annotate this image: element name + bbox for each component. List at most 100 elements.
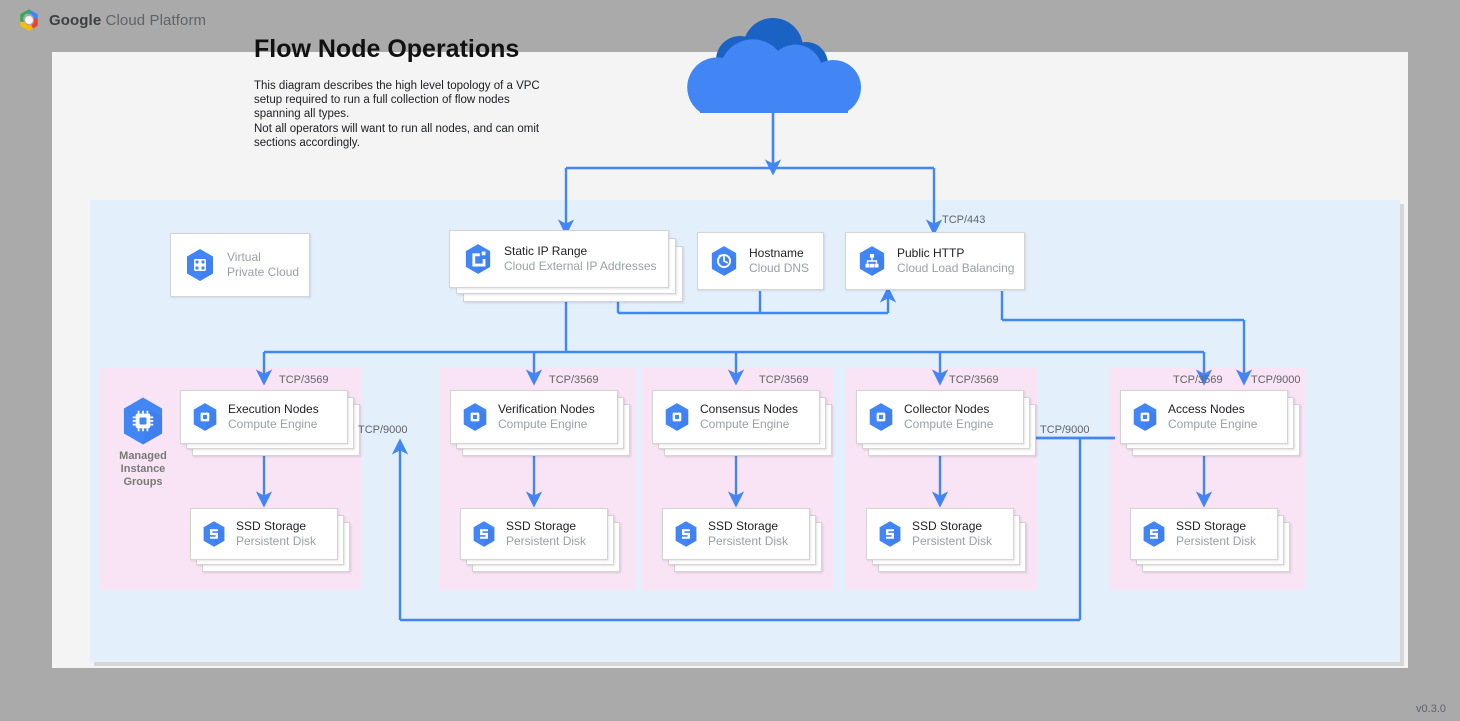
node-subtitle-verification-nodes: Compute Engine bbox=[498, 417, 588, 431]
storage-subtitle-consensus: Persistent Disk bbox=[708, 534, 789, 548]
compute-engine-icon bbox=[123, 397, 163, 445]
node-card-consensus-nodes[interactable]: Consensus Nodes Compute Engine bbox=[652, 390, 820, 444]
storage-title-access: SSD Storage bbox=[1176, 519, 1247, 533]
version-label: v0.3.0 bbox=[1416, 703, 1446, 715]
persistent-disk-icon bbox=[674, 520, 698, 548]
port-label-tcp443: TCP/443 bbox=[942, 214, 986, 226]
node-card-execution-nodes-stack: Execution Nodes Compute Engine bbox=[180, 390, 370, 460]
storage-card-text: SSD Storage Persistent Disk bbox=[236, 519, 316, 549]
description-line-2: Not all operators will want to run all n… bbox=[254, 122, 540, 149]
node-subtitle-hostname: Cloud DNS bbox=[749, 261, 810, 275]
node-card-text: Execution Nodes Compute Engine bbox=[228, 402, 319, 432]
persistent-disk-icon bbox=[202, 520, 226, 548]
node-card-consensus-nodes-stack: Consensus Nodes Compute Engine bbox=[652, 390, 842, 460]
port-label-execution-3569: TCP/3569 bbox=[279, 374, 329, 386]
node-title-public-http: Public HTTP bbox=[897, 246, 965, 260]
cloud-icon bbox=[678, 18, 868, 113]
node-title-execution-nodes: Execution Nodes bbox=[228, 402, 319, 416]
node-card-text: Verification Nodes Compute Engine bbox=[498, 402, 595, 432]
node-subtitle-access-nodes: Compute Engine bbox=[1168, 417, 1258, 431]
brand-bold: Google bbox=[49, 11, 102, 29]
managed-instance-groups: Managed Instance Groups bbox=[110, 396, 176, 489]
compute-engine-icon bbox=[462, 402, 488, 432]
node-title-collector-nodes: Collector Nodes bbox=[904, 402, 990, 416]
node-subtitle-collector-nodes: Compute Engine bbox=[904, 417, 994, 431]
node-card-public-http[interactable]: Public HTTP Cloud Load Balancing bbox=[845, 232, 1025, 290]
node-title-virtual-private-cloud: Virtual bbox=[227, 250, 261, 264]
storage-card-text: SSD Storage Persistent Disk bbox=[1176, 519, 1256, 549]
storage-card-collector-stack: SSD Storage Persistent Disk bbox=[866, 508, 1046, 576]
storage-title-collector: SSD Storage bbox=[912, 519, 983, 533]
node-card-access-nodes[interactable]: Access Nodes Compute Engine bbox=[1120, 390, 1288, 444]
storage-card-text: SSD Storage Persistent Disk bbox=[912, 519, 992, 549]
node-subtitle-consensus-nodes: Compute Engine bbox=[700, 417, 790, 431]
node-card-verification-nodes[interactable]: Verification Nodes Compute Engine bbox=[450, 390, 618, 444]
storage-subtitle-verification: Persistent Disk bbox=[506, 534, 587, 548]
port-label-verification-3569: TCP/3569 bbox=[549, 374, 599, 386]
port-label-access-to-execution-9000: TCP/9000 bbox=[358, 424, 408, 436]
port-label-access-to-collector-9000: TCP/9000 bbox=[1040, 424, 1090, 436]
persistent-disk-icon bbox=[472, 520, 496, 548]
storage-card-execution-stack: SSD Storage Persistent Disk bbox=[190, 508, 370, 576]
gcp-header: Google Cloud Platform bbox=[18, 8, 206, 32]
description-line-1: This diagram describes the high level to… bbox=[254, 80, 540, 121]
compute-engine-icon bbox=[868, 402, 894, 432]
node-card-collector-nodes[interactable]: Collector Nodes Compute Engine bbox=[856, 390, 1024, 444]
port-label-access-3569: TCP/3569 bbox=[1173, 374, 1223, 386]
node-card-text: Collector Nodes Compute Engine bbox=[904, 402, 993, 432]
diagram-description: This diagram describes the high level to… bbox=[254, 79, 554, 150]
storage-card-access[interactable]: SSD Storage Persistent Disk bbox=[1130, 508, 1278, 560]
port-label-access-9000: TCP/9000 bbox=[1251, 374, 1301, 386]
storage-card-consensus-stack: SSD Storage Persistent Disk bbox=[662, 508, 842, 576]
node-card-static-ip-range[interactable]: Static IP Range Cloud External IP Addres… bbox=[449, 230, 669, 288]
node-card-access-nodes-stack: Access Nodes Compute Engine bbox=[1120, 390, 1310, 460]
compute-engine-icon bbox=[664, 402, 690, 432]
storage-card-verification[interactable]: SSD Storage Persistent Disk bbox=[460, 508, 608, 560]
storage-subtitle-execution: Persistent Disk bbox=[236, 534, 317, 548]
node-card-execution-nodes[interactable]: Execution Nodes Compute Engine bbox=[180, 390, 348, 444]
brand-rest: Cloud Platform bbox=[101, 11, 207, 29]
node-card-text: Virtual Private Cloud bbox=[227, 250, 299, 280]
node-card-virtual-private-cloud[interactable]: Virtual Private Cloud bbox=[170, 233, 310, 297]
node-subtitle-execution-nodes: Compute Engine bbox=[228, 417, 318, 431]
storage-card-consensus[interactable]: SSD Storage Persistent Disk bbox=[662, 508, 810, 560]
external-ip-icon bbox=[464, 243, 492, 275]
node-card-collector-nodes-stack: Collector Nodes Compute Engine bbox=[856, 390, 1046, 460]
managed-instance-groups-label: Managed Instance Groups bbox=[119, 450, 167, 489]
storage-title-consensus: SSD Storage bbox=[708, 519, 779, 533]
node-subtitle-virtual-private-cloud: Private Cloud bbox=[227, 265, 300, 279]
persistent-disk-icon bbox=[1142, 520, 1166, 548]
storage-card-collector[interactable]: SSD Storage Persistent Disk bbox=[866, 508, 1014, 560]
node-card-verification-nodes-stack: Verification Nodes Compute Engine bbox=[450, 390, 640, 460]
google-cloud-hexagon-logo-icon bbox=[20, 9, 38, 31]
storage-card-access-stack: SSD Storage Persistent Disk bbox=[1130, 508, 1310, 576]
mig-label-line-2: Instance bbox=[120, 463, 166, 475]
node-card-static-ip-range-stack: Static IP Range Cloud External IP Addres… bbox=[449, 230, 689, 302]
storage-card-text: SSD Storage Persistent Disk bbox=[708, 519, 788, 549]
persistent-disk-icon bbox=[878, 520, 902, 548]
compute-engine-icon bbox=[192, 402, 218, 432]
node-card-text: Public HTTP Cloud Load Balancing bbox=[897, 246, 1014, 276]
storage-card-verification-stack: SSD Storage Persistent Disk bbox=[460, 508, 640, 576]
node-subtitle-static-ip-range: Cloud External IP Addresses bbox=[504, 259, 657, 273]
port-label-consensus-3569: TCP/3569 bbox=[759, 374, 809, 386]
storage-card-text: SSD Storage Persistent Disk bbox=[506, 519, 586, 549]
mig-label-line-3: Groups bbox=[123, 476, 163, 488]
node-title-access-nodes: Access Nodes bbox=[1168, 402, 1245, 416]
node-title-static-ip-range: Static IP Range bbox=[504, 244, 588, 258]
storage-card-execution[interactable]: SSD Storage Persistent Disk bbox=[190, 508, 338, 560]
node-card-text: Static IP Range Cloud External IP Addres… bbox=[504, 244, 657, 274]
virtual-private-cloud-icon bbox=[185, 248, 215, 282]
node-subtitle-public-http: Cloud Load Balancing bbox=[897, 261, 1015, 275]
port-label-collector-3569: TCP/3569 bbox=[949, 374, 999, 386]
node-card-text: Hostname Cloud DNS bbox=[749, 246, 809, 276]
storage-subtitle-access: Persistent Disk bbox=[1176, 534, 1257, 548]
cloud-load-balancing-icon bbox=[858, 245, 886, 277]
node-title-hostname: Hostname bbox=[749, 246, 804, 260]
mig-label-line-1: Managed bbox=[119, 450, 167, 462]
node-card-hostname[interactable]: Hostname Cloud DNS bbox=[697, 232, 824, 290]
storage-title-verification: SSD Storage bbox=[506, 519, 577, 533]
node-title-consensus-nodes: Consensus Nodes bbox=[700, 402, 799, 416]
storage-title-execution: SSD Storage bbox=[236, 519, 307, 533]
page-title: Flow Node Operations bbox=[254, 35, 520, 63]
